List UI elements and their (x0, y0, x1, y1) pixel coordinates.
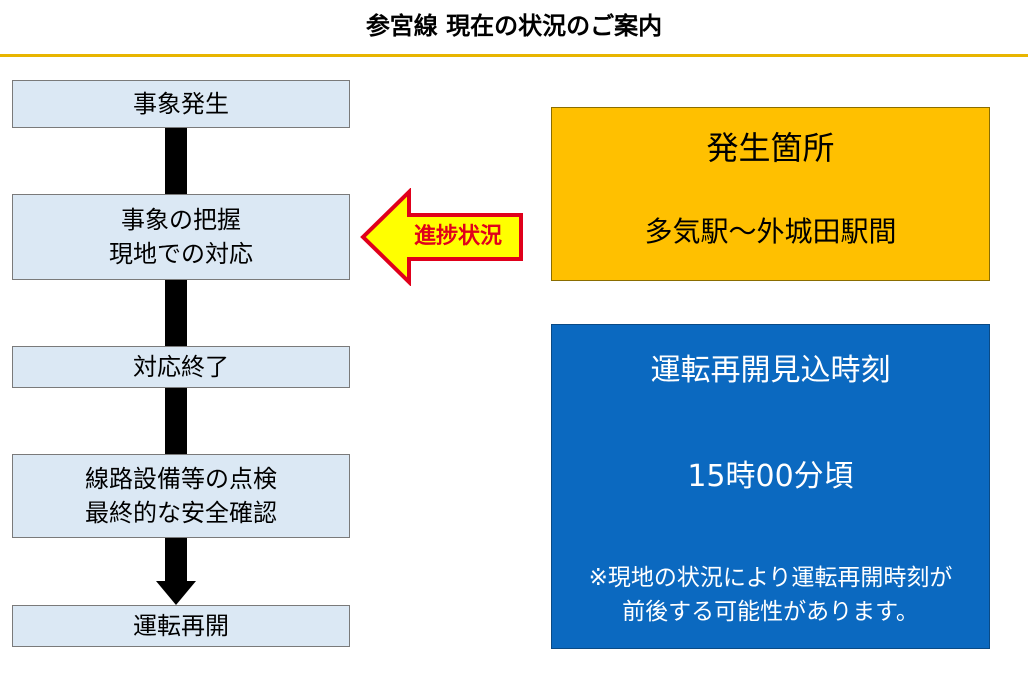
resume-time-title: 運転再開見込時刻 (650, 353, 891, 388)
flow-connector (165, 538, 187, 584)
step-label: 事象発生 (133, 90, 229, 118)
resume-time-value: 15時00分頃 (687, 459, 854, 494)
resume-time-panel: 運転再開見込時刻 15時00分頃 ※現地の状況により運転再開時刻が 前後する可能… (551, 324, 990, 649)
flow-arrow-head-icon (156, 581, 196, 605)
flow-step-onsite-response: 事象の把握 現地での対応 (12, 194, 350, 280)
step-label: 運転再開 (133, 612, 229, 640)
progress-label: 進捗状況 (413, 224, 502, 249)
flow-step-response-complete: 対応終了 (12, 346, 350, 388)
flow-connector (165, 280, 187, 346)
resume-note-line: 前後する可能性があります。 (622, 599, 919, 625)
flow-step-occurrence: 事象発生 (12, 80, 350, 128)
flow-connector (165, 128, 187, 194)
flow-step-service-resumed: 運転再開 (12, 605, 350, 647)
resume-note-line: ※現地の状況により運転再開時刻が (588, 565, 953, 591)
step-label: 現地での対応 (109, 240, 253, 268)
flow-connector (165, 388, 187, 454)
progress-arrow-icon (360, 188, 523, 286)
location-panel: 発生箇所 多気駅～外城田駅間 (551, 107, 990, 281)
location-value: 多気駅～外城田駅間 (644, 215, 897, 248)
resume-time-note: ※現地の状況により運転再開時刻が 前後する可能性があります。 (552, 561, 989, 629)
step-label: 線路設備等の点検 (85, 465, 277, 493)
page-title: 参宮線 現在の状況のご案内 (365, 12, 663, 40)
location-title: 発生箇所 (706, 129, 835, 167)
step-label: 最終的な安全確認 (85, 499, 277, 527)
flow-step-inspection: 線路設備等の点検 最終的な安全確認 (12, 454, 350, 538)
step-label: 事象の把握 (121, 206, 241, 234)
title-divider (0, 54, 1028, 57)
step-label: 対応終了 (133, 353, 229, 381)
